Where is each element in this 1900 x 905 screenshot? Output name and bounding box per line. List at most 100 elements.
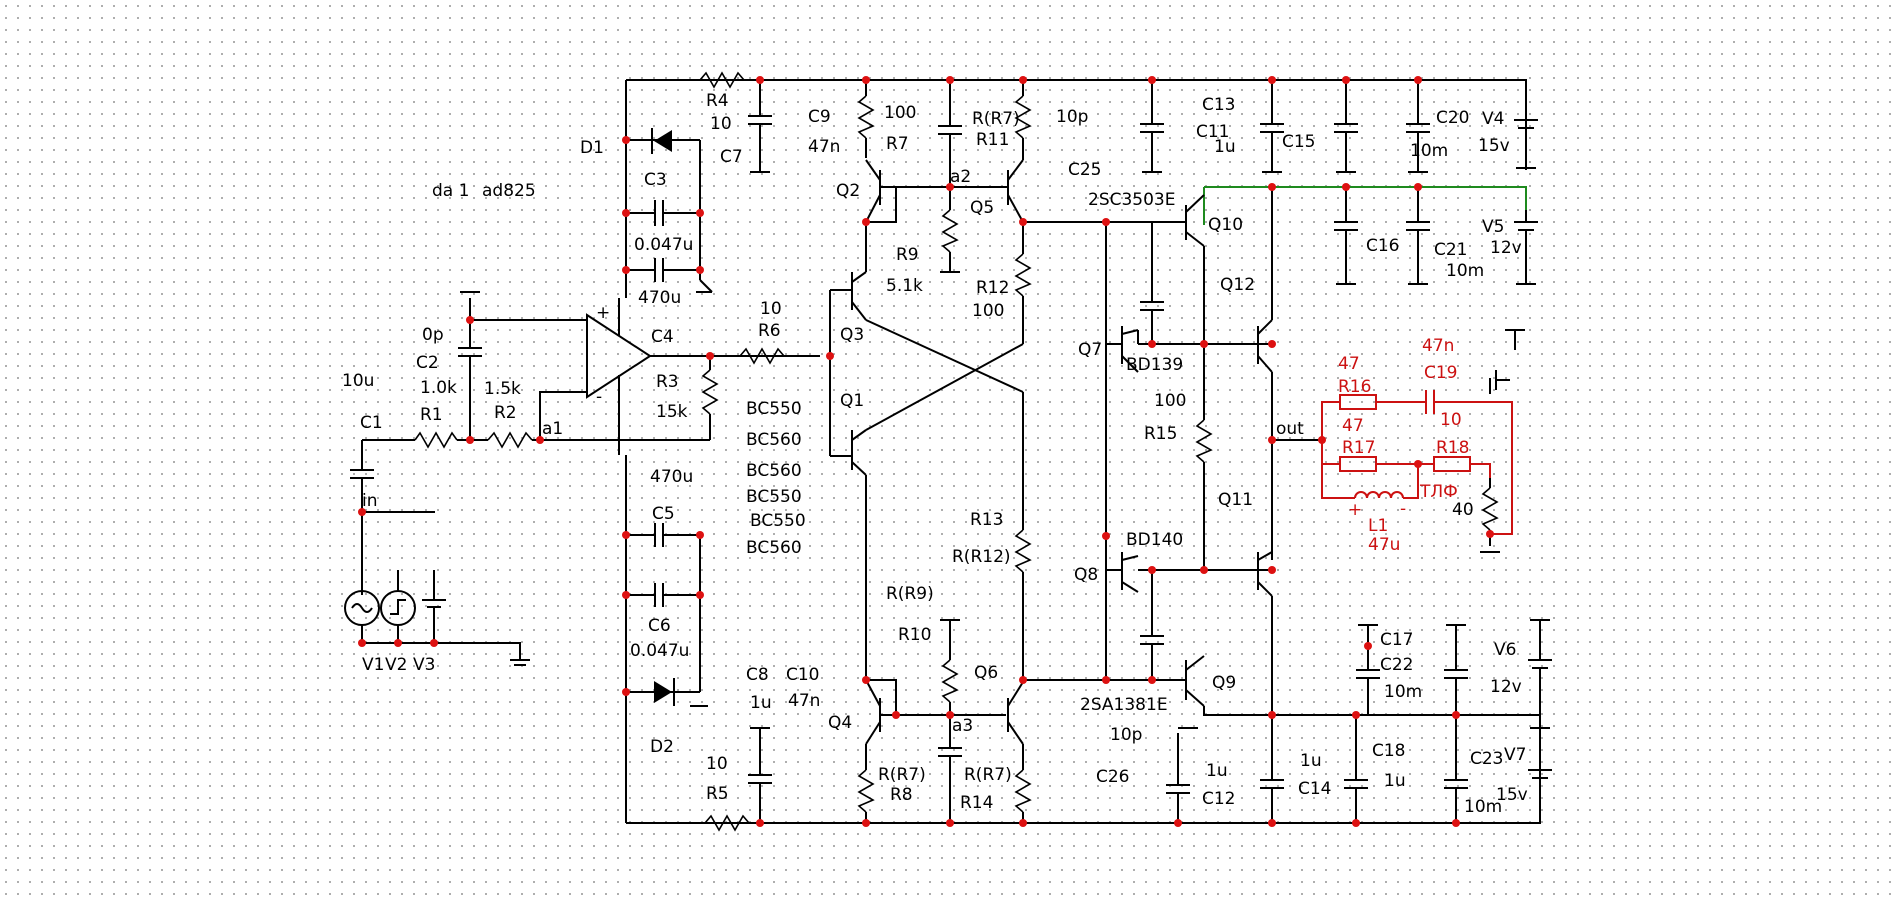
resistor-r4[interactable] [699,71,745,89]
label-v6: V6 [1494,640,1516,660]
label-c17: C17 [1380,630,1414,650]
resistor-r10[interactable] [940,619,960,715]
transistor-q5[interactable] [950,140,1024,223]
label-r16-second: 47 [1342,416,1364,436]
label-c25: C25 [1068,160,1102,180]
label-c19: C19 [1424,363,1458,383]
transistor-q10[interactable] [1185,194,1205,344]
label-c12-value: 1u [1206,761,1228,781]
label-r8: R8 [890,785,913,805]
resistor-r2[interactable] [487,431,533,449]
label-r5: R5 [706,784,729,804]
label-r4-value: 10 [710,114,732,134]
resistor-r3[interactable] [701,356,719,440]
label-q11: Q11 [1218,490,1253,510]
capacitor-c5[interactable] [626,523,700,547]
label-c18-value: 1u [1384,771,1406,791]
transistor-q8[interactable] [1106,552,1272,593]
label-in: in [362,491,378,511]
label-a1: a1 [542,419,563,439]
label-v4: V4 [1482,109,1504,129]
resistor-r5[interactable] [704,814,750,832]
resistor-r15[interactable] [1195,344,1213,570]
label-r17: R17 [1342,438,1375,458]
label-r7-value: 100 [884,103,916,123]
label-c9: C9 [808,107,831,127]
capacitor-c26[interactable] [1140,570,1164,680]
label-c23: C23 [1470,749,1504,769]
label-c19-value: 47n [1422,336,1454,356]
label-10u: 10u [342,371,374,391]
transistor-q1[interactable] [830,343,1024,680]
resistor-40[interactable] [1480,478,1500,553]
label-l1-plus: + [1348,500,1362,520]
label-bd139: BD139 [1126,355,1183,375]
resistor-r6[interactable] [739,347,785,365]
label-bc550-2: BC550 [746,487,802,507]
resistor-r9[interactable] [940,187,960,273]
label-r16: R16 [1338,377,1371,397]
label-d2: D2 [650,737,674,757]
source-v3[interactable] [422,570,446,643]
label-a3: a3 [952,716,973,736]
label-r16-value: 47 [1338,354,1360,374]
capacitor-c9[interactable] [938,80,962,187]
transistor-q12[interactable] [1257,187,1273,373]
capacitor-c8[interactable] [748,727,772,823]
label-c9-value: 47n [808,137,840,157]
label-r9: R9 [896,245,919,265]
diode-d1[interactable] [626,128,700,154]
transistor-q4[interactable] [865,679,1006,770]
transistor-q6[interactable] [1007,681,1024,770]
label-r11: R11 [976,130,1009,150]
resistor-r8[interactable] [857,769,875,823]
small-cap-symbol [1489,329,1525,394]
transistor-q9[interactable] [1185,655,1540,716]
capacitor-c2[interactable] [458,291,482,440]
resistor-r12[interactable] [1014,222,1032,344]
bypass-caps-bottom[interactable] [1166,619,1552,823]
label-opamp-plus: + [596,303,610,323]
label-v7: V7 [1504,745,1526,765]
capacitor-c10[interactable] [938,715,962,823]
resistor-r7[interactable] [857,80,875,158]
capacitor-c7[interactable] [748,80,772,173]
label-r18: R18 [1436,438,1469,458]
label-c8-value: 1u [750,693,772,713]
diode-d2[interactable] [626,678,708,707]
output-network[interactable] [1321,390,1513,535]
source-v1[interactable] [344,590,380,626]
label-v5-value: 12v [1490,238,1522,258]
label-a2: a2 [950,167,971,187]
label-c12: C12 [1202,789,1236,809]
label-c3-cap: 470u [638,288,681,308]
label-v2: V2 [385,655,407,675]
resistor-r14[interactable] [1014,769,1032,823]
capacitor-c25[interactable] [1140,222,1164,344]
label-r7: R7 [886,134,909,154]
label-l1-value: 47u [1368,535,1400,555]
label-r12-value: 100 [972,301,1004,321]
resistor-r1[interactable] [414,431,458,449]
label-l1-minus: - [1400,499,1406,519]
label-r-r7-b: R(R7) [964,765,1012,785]
bypass-caps-top[interactable] [1140,80,1538,285]
transistor-q11[interactable] [1257,551,1273,715]
label-r-r9: R(R9) [886,584,934,604]
opamp-da1[interactable] [470,298,820,455]
label-r5-value: 10 [706,754,728,774]
transistor-q2[interactable] [865,159,950,272]
label-bc560-2: BC560 [746,461,802,481]
label-2sc3503e: 2SC3503E [1088,190,1175,210]
source-v2[interactable] [380,570,416,626]
label-c11-value: 1u [1214,137,1236,157]
capacitor-c6[interactable] [626,535,701,692]
transistor-q3[interactable] [830,271,1024,393]
resistor-r13[interactable] [1014,392,1032,682]
label-c6-value: 0.047u [630,641,689,661]
label-l1: L1 [1368,516,1388,536]
label-470u: 470u [650,467,693,487]
capacitor-c1[interactable] [350,440,435,595]
